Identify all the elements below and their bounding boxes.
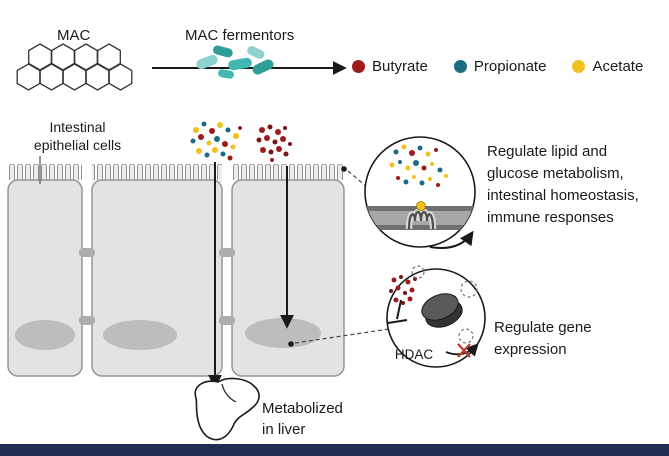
cell-junctions — [79, 248, 235, 325]
legend-item-propionate: Propionate — [453, 57, 547, 75]
legend-item-acetate: Acetate — [572, 58, 643, 75]
butyrate-dot-cluster — [256, 124, 292, 162]
legend-label: Butyrate — [372, 57, 428, 75]
propionate-dot-icon — [453, 59, 467, 73]
gene-expression-caption: Regulate gene expression — [494, 319, 592, 359]
butyrate-dots-inset — [389, 275, 417, 305]
liver-caption: Metabolized in liver — [262, 400, 343, 438]
hdac-label: HDAC — [394, 347, 434, 362]
mac-polysaccharide-icon — [16, 43, 133, 91]
inset-connectors — [288, 166, 390, 347]
acetate-dot-icon — [572, 59, 586, 73]
butyrate-dot-icon — [352, 59, 365, 73]
footer-bar — [0, 444, 669, 456]
blocked-arrow-icon — [445, 343, 479, 358]
scfa-mixed-dot-cluster — [190, 121, 242, 161]
gpcr-receptor-icon — [405, 201, 437, 230]
acetyl-dashed-circles — [411, 265, 478, 344]
acetate-ligand-dot — [416, 201, 426, 211]
legend-label: Acetate — [592, 57, 644, 75]
mac-label: MAC — [57, 27, 91, 44]
legend-item-butyrate: Butyrate — [352, 58, 428, 75]
scfa-dots-inset — [389, 144, 448, 187]
legend-label: Propionate — [473, 57, 547, 75]
receptor-caption: Regulate lipid and glucose metabolism, i… — [487, 143, 639, 227]
mac-fermentors-label: MAC fermentors — [185, 27, 295, 44]
signal-output-arrow — [429, 230, 474, 249]
epithelial-cells-label: Intestinal epithelial cells — [33, 119, 122, 154]
liver-icon — [194, 377, 260, 441]
scfa-legend: Butyrate Propionate Acetate — [352, 56, 643, 76]
hdac-disc-icon — [421, 293, 463, 328]
inset-receptor-circle — [364, 136, 476, 249]
bacteria-icons — [196, 45, 274, 79]
inhibition-symbol — [387, 299, 408, 324]
inset-hdac-circle — [386, 265, 486, 368]
cell-nuclei — [15, 318, 321, 350]
absorption-arrows — [208, 162, 294, 389]
